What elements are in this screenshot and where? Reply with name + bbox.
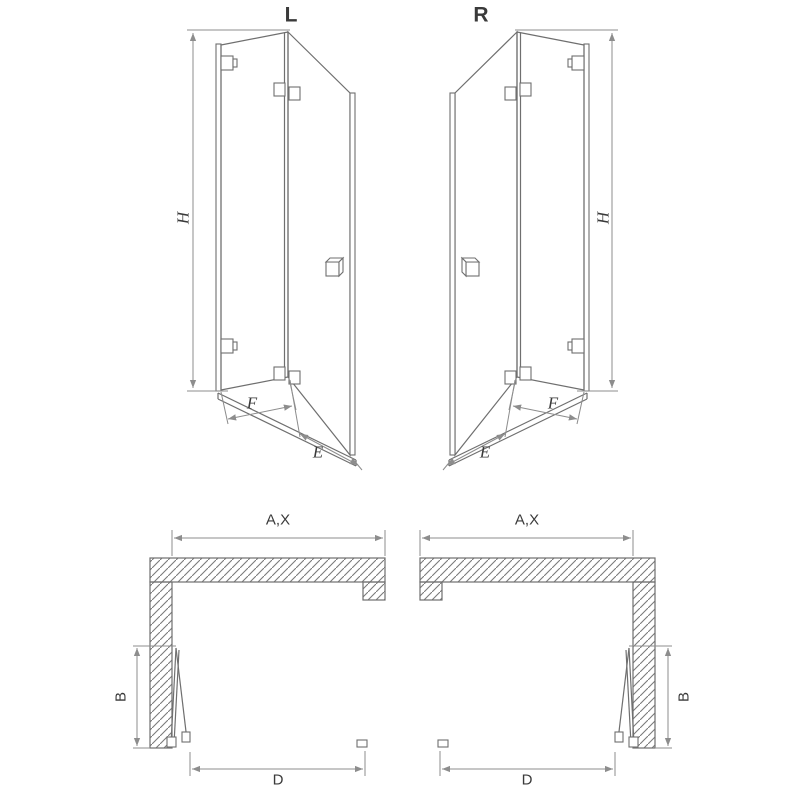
plan-left-span-dim-label: D xyxy=(272,771,284,789)
plan-right-walls xyxy=(419,557,656,749)
elevation-left-side-profile xyxy=(349,92,356,456)
elevation-right-handle xyxy=(460,256,481,278)
elevation-right-drawing xyxy=(442,29,618,471)
plan-left-folded-door xyxy=(166,647,368,748)
elevation-left-threshold xyxy=(217,392,357,467)
elevation-left-drawing xyxy=(187,29,363,471)
plan-right-depth-dim-label: B xyxy=(675,691,693,703)
elevation-left-fixed-panel-dim-label: F xyxy=(246,393,258,413)
elevation-right-wall-hinges xyxy=(567,55,585,354)
plan-right-span-dim-label: D xyxy=(521,771,533,789)
plan-left-width-dim-label: A,X xyxy=(265,511,291,529)
plan-right-drawing xyxy=(419,530,672,776)
plan-right-folded-door xyxy=(437,647,639,748)
elevation-right-side-profile xyxy=(449,92,456,456)
elevation-left-wall-profile xyxy=(215,43,222,392)
elevation-right-wall-profile xyxy=(583,43,590,392)
elevation-right-height-dim-label: H xyxy=(593,211,613,225)
plan-right-dimensions xyxy=(419,530,672,776)
elevation-left-variant-label: L xyxy=(284,3,298,27)
elevation-left-dimensions xyxy=(187,29,363,471)
elevation-right-dimensions xyxy=(442,29,618,471)
plan-right-width-dim-label: A,X xyxy=(514,511,540,529)
plan-left-walls xyxy=(149,557,386,749)
elevation-right-fold-hinges xyxy=(504,82,532,385)
plan-left-depth-dim-label: B xyxy=(112,691,130,703)
elevation-right-fixed-panel-dim-label: F xyxy=(547,393,559,413)
elevation-left-handle xyxy=(324,256,345,278)
plan-left-drawing xyxy=(133,530,386,776)
elevation-right-variant-label: R xyxy=(473,3,489,27)
elevation-left-height-dim-label: H xyxy=(173,211,193,225)
elevation-left-door-panel-dim-label: E xyxy=(312,442,324,462)
elevation-right-threshold xyxy=(448,392,588,467)
elevation-left-fold-hinges xyxy=(273,82,301,385)
plan-left-dimensions xyxy=(133,530,386,776)
elevation-right-door-panel-dim-label: E xyxy=(479,442,491,462)
elevation-left-wall-hinges xyxy=(220,55,238,354)
